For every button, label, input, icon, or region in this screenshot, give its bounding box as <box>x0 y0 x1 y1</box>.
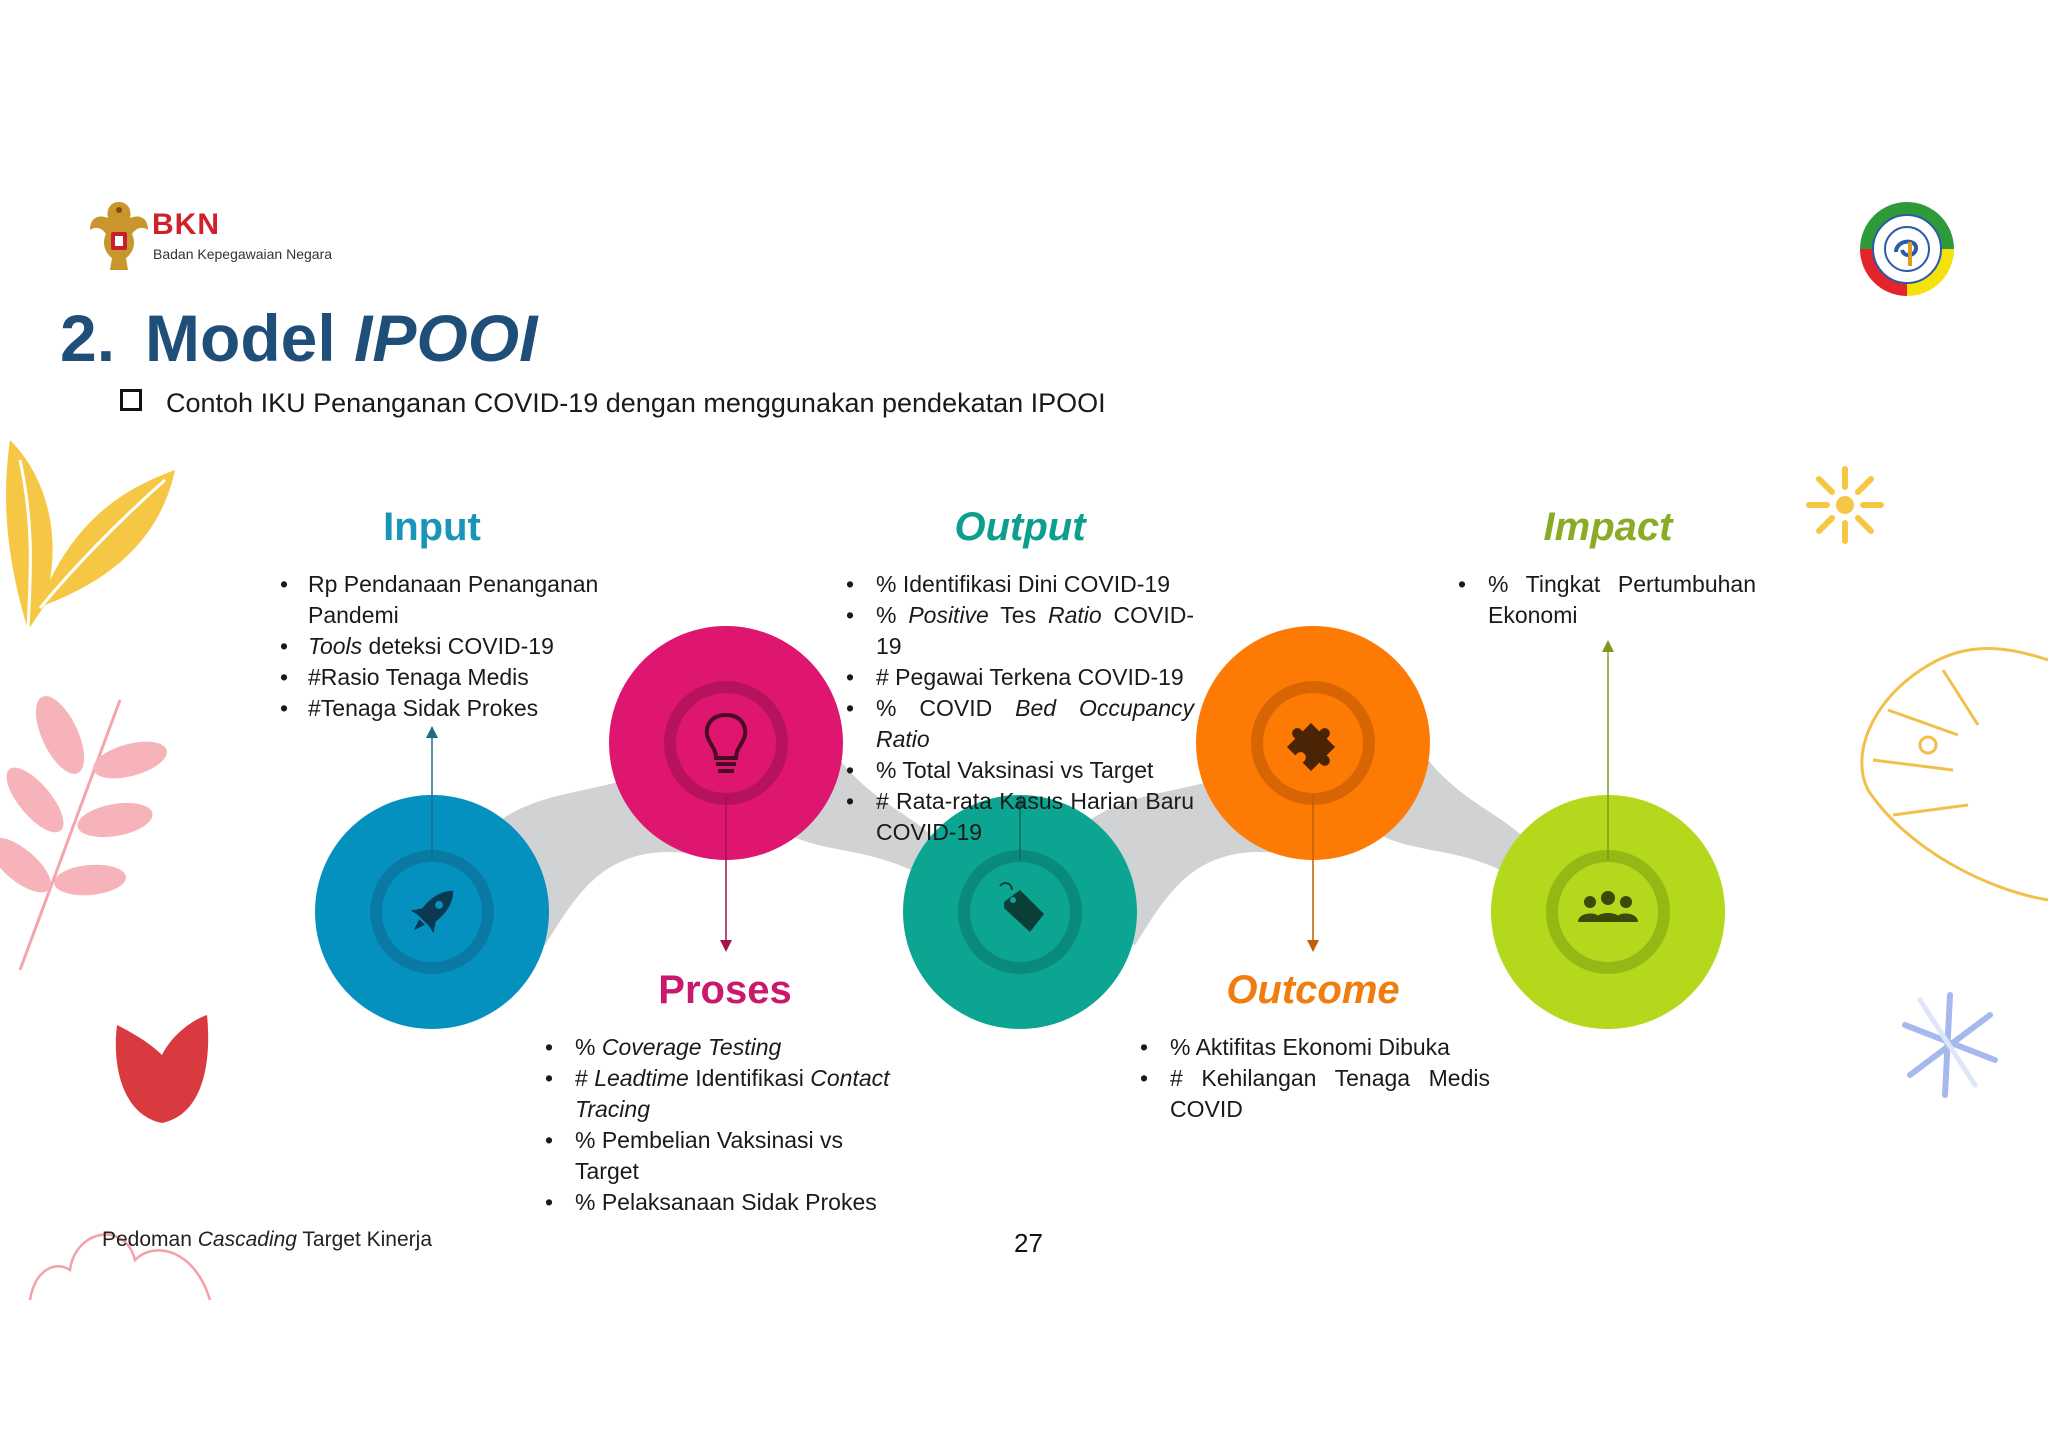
list-item: % COVID Bed Occupancy Ratio <box>846 693 1194 755</box>
impact-indicator-list: % Tingkat Pertumbuhan Ekonomi <box>1458 569 1756 631</box>
title-number: 2. <box>60 301 116 375</box>
garuda-emblem-icon <box>90 202 148 270</box>
list-item: # Kehilangan Tenaga Medis COVID <box>1140 1063 1490 1125</box>
subtitle: Contoh IKU Penanganan COVID-19 dengan me… <box>120 388 1106 419</box>
list-item: #Tenaga Sidak Prokes <box>280 693 610 724</box>
logo-org-name: Badan Kepegawaian Negara <box>153 246 333 262</box>
list-item: Tools deteksi COVID-19 <box>280 631 610 662</box>
decorative-yellow-leaf <box>6 440 175 630</box>
decorative-red-bud <box>115 1015 209 1123</box>
heading-outcome: Outcome <box>1226 968 1400 1012</box>
lightbulb-icon <box>704 712 748 773</box>
page-title: 2. Model IPOOI <box>60 300 537 376</box>
list-item: # Leadtime Identifikasi Contact Tracing <box>545 1063 915 1125</box>
outcome-indicator-list: % Aktifitas Ekonomi Dibuka # Kehilangan … <box>1140 1032 1490 1125</box>
proses-indicator-list: % Coverage Testing # Leadtime Identifika… <box>545 1032 915 1218</box>
list-item: % Coverage Testing <box>545 1032 915 1063</box>
decorative-pink-leaves <box>0 696 167 970</box>
list-item: % Pembelian Vaksinasi vs Target <box>545 1125 845 1187</box>
page-number: 27 <box>1014 1228 1043 1258</box>
heading-output: Output <box>954 505 1086 549</box>
heading-proses: Proses <box>658 968 792 1012</box>
tag-icon <box>999 882 1044 932</box>
list-item: % Total Vaksinasi vs Target <box>846 755 1194 786</box>
list-item: Rp Pendanaan Penanganan Pandemi <box>280 569 610 631</box>
list-item: % Positive Tes Ratio COVID-19 <box>846 600 1194 662</box>
rocket-icon <box>410 890 454 934</box>
decorative-pink-cloud-outline <box>28 1233 212 1300</box>
list-item: #Rasio Tenaga Medis <box>280 662 610 693</box>
arrow-proses-down <box>720 795 732 952</box>
list-item: # Rata-rata Kasus Harian Baru COVID-19 <box>846 786 1194 848</box>
list-item: % Aktifitas Ekonomi Dibuka <box>1140 1032 1490 1063</box>
puzzle-icon <box>1286 722 1336 772</box>
list-item: % Tingkat Pertumbuhan Ekonomi <box>1458 569 1756 631</box>
logo-acronym: BKN <box>152 208 220 241</box>
circle-impact <box>1491 795 1725 1029</box>
decorative-yellow-sun <box>1806 466 1884 544</box>
title-emphasis: IPOOI <box>354 301 538 375</box>
title-word: Model <box>145 301 336 375</box>
arrow-outcome-down <box>1307 795 1319 952</box>
heading-input: Input <box>383 505 481 549</box>
people-group-icon <box>1578 891 1638 922</box>
institution-round-logo <box>1860 202 1954 296</box>
arrow-impact-up <box>1602 640 1614 860</box>
checkbox-bullet-icon <box>120 389 142 411</box>
decorative-blue-asterisk <box>1902 992 1998 1098</box>
heading-impact: Impact <box>1543 505 1673 549</box>
list-item: % Identifikasi Dini COVID-19 <box>846 569 1194 600</box>
subtitle-text: Contoh IKU Penanganan COVID-19 dengan me… <box>166 388 1106 418</box>
circle-proses <box>609 626 843 860</box>
decorative-yellow-monstera-outline <box>1860 647 2048 902</box>
arrow-input-up <box>426 726 438 860</box>
list-item: # Pegawai Terkena COVID-19 <box>846 662 1194 693</box>
list-item: % Pelaksanaan Sidak Prokes <box>545 1187 915 1218</box>
output-indicator-list: % Identifikasi Dini COVID-19 % Positive … <box>846 569 1194 848</box>
footer-document-title: Pedoman Cascading Target Kinerja <box>102 1228 432 1251</box>
input-indicator-list: Rp Pendanaan Penanganan Pandemi Tools de… <box>280 569 610 724</box>
